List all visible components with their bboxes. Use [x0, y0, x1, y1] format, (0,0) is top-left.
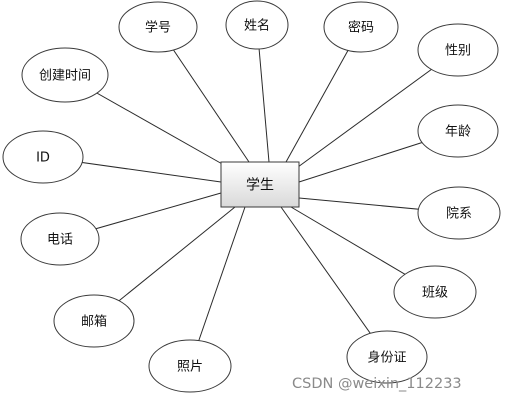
attribute-ellipse-yuanxi [417, 186, 501, 240]
attribute-label-xingming: 姓名 [244, 18, 270, 34]
attribute-chuangjian: 创建时间 [21, 47, 109, 103]
attribute-ellipse-youxiang [53, 294, 135, 348]
attribute-ellipse-xingming [225, 0, 289, 50]
attribute-ellipse-zhaopian [148, 339, 232, 393]
attribute-ellipse-chuangjian [21, 47, 109, 103]
attribute-xingbie: 性别 [417, 23, 499, 77]
attribute-shenfenzheng: 身份证 [346, 330, 428, 384]
attribute-label-nianling: 年龄 [445, 125, 471, 140]
attribute-label-youxiang: 邮箱 [81, 314, 107, 330]
watermark-text: CSDN @weixin_112233 [292, 376, 462, 392]
attribute-ellipse-id [2, 130, 84, 184]
attribute-ellipse-xuehao [118, 1, 198, 53]
attribute-ellipse-mima [323, 1, 399, 53]
attribute-label-yuanxi: 院系 [446, 207, 472, 222]
attribute-label-mima: 密码 [348, 20, 374, 36]
attribute-label-xingbie: 性别 [445, 44, 471, 59]
attribute-label-banji: 班级 [422, 286, 448, 301]
attribute-ellipse-xingbie [417, 23, 499, 77]
attribute-ellipse-banji [393, 265, 477, 319]
attribute-label-id: ID [36, 151, 50, 166]
attribute-yuanxi: 院系 [417, 186, 501, 240]
attribute-id: ID [2, 130, 84, 184]
attribute-label-shenfenzheng: 身份证 [367, 350, 406, 366]
attribute-xuehao: 学号 [118, 1, 198, 53]
attribute-label-zhaopian: 照片 [177, 360, 203, 375]
connector-zhaopian [189, 206, 246, 367]
attribute-label-xuehao: 学号 [145, 20, 171, 36]
attribute-label-chuangjian: 创建时间 [39, 69, 91, 84]
attribute-banji: 班级 [393, 265, 477, 319]
connector-shenfenzheng [280, 206, 388, 358]
attribute-xingming: 姓名 [225, 0, 289, 50]
entity-box [220, 161, 300, 208]
attribute-ellipse-shenfenzheng [346, 330, 428, 384]
attribute-dianhua: 电话 [20, 212, 100, 266]
attribute-ellipse-nianling [417, 104, 499, 158]
attribute-zhaopian: 照片 [148, 339, 232, 393]
entity-label: 学生 [246, 178, 274, 194]
attribute-ellipse-dianhua [20, 212, 100, 266]
attribute-nianling: 年龄 [417, 104, 499, 158]
attribute-youxiang: 邮箱 [53, 294, 135, 348]
attribute-label-dianhua: 电话 [47, 233, 73, 248]
entity-student: 学生 [220, 161, 300, 208]
attribute-mima: 密码 [323, 1, 399, 53]
